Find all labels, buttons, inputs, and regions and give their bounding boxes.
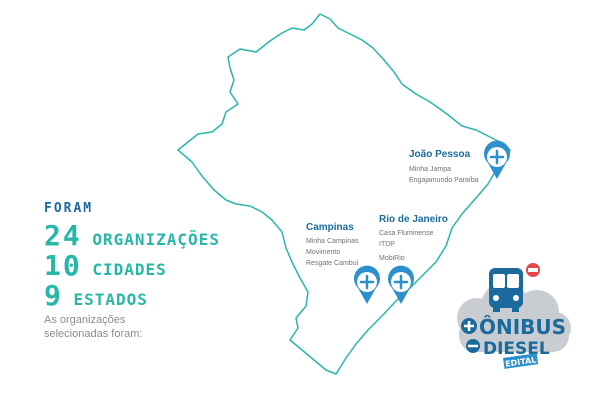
stat-number: 24 (44, 219, 82, 252)
minus-icon (466, 339, 480, 353)
stat-number: 10 (44, 249, 82, 282)
stat-cities: 10 cidades (44, 249, 167, 282)
org-item: Engajamundo Paraíba (409, 177, 479, 184)
city-campinas: Campinas Minha Campinas Movimento Resgat… (306, 222, 359, 269)
plus-icon (461, 318, 477, 334)
stat-number: 9 (44, 279, 63, 312)
org-item: MobiRio (379, 255, 405, 262)
onibus-diesel-logo: ÔNIBUS DIESEL EDITAL (457, 263, 571, 369)
org-item: ITDP (379, 241, 395, 248)
edital-tag: EDITAL (502, 353, 539, 369)
caption-line: As organizações (44, 314, 126, 326)
org-item: Resgate Cambuí (306, 260, 359, 267)
brazil-outline (177, 13, 511, 375)
stat-word: Estados (73, 290, 148, 309)
city-joao-pessoa: João Pessoa Minha Jampa Engajamundo Para… (409, 149, 479, 186)
caption-line: selecionadas foram: (44, 328, 143, 340)
logo-line2: DIESEL (483, 339, 550, 359)
map-pin-plus-icon[interactable] (484, 140, 510, 179)
selected-caption: As organizações selecionadas foram: (44, 313, 142, 341)
bus-icon (489, 268, 523, 312)
city-name: João Pessoa (409, 149, 471, 160)
logo-line1: ÔNIBUS (479, 315, 566, 339)
org-item: Casa Fluminense (379, 230, 434, 237)
map-pin-plus-icon[interactable] (388, 265, 414, 304)
city-rio-de-janeiro: Rio de Janeiro Casa Fluminense ITDP Mobi… (379, 214, 448, 264)
city-name: Campinas (306, 222, 354, 233)
edital-label: EDITAL (505, 355, 537, 368)
no-entry-icon (526, 263, 540, 277)
headline-intro: FORAM (44, 201, 94, 216)
org-item: Minha Jampa (409, 166, 452, 173)
org-item: Minha Campinas (306, 238, 359, 245)
org-item: Movimento (306, 249, 341, 256)
map-pin-plus-icon[interactable] (354, 265, 380, 304)
stat-word: organizações (92, 230, 220, 249)
stat-organizations: 24 organizações (44, 219, 220, 252)
city-name: Rio de Janeiro (379, 214, 448, 225)
stat-word: cidades (92, 260, 167, 279)
stat-states: 9 Estados (44, 279, 148, 312)
